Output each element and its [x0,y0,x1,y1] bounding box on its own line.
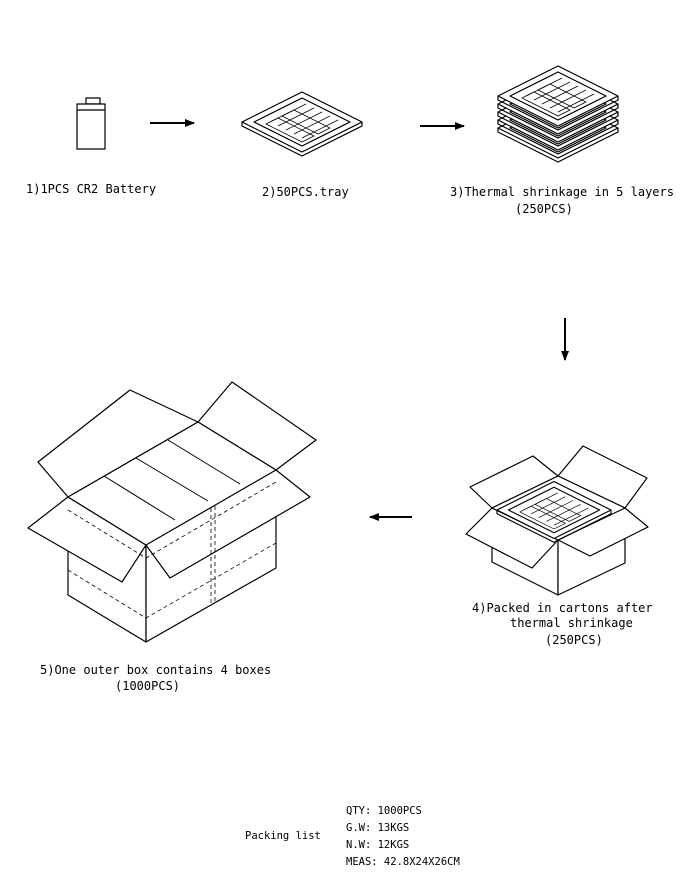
packing-list-title: Packing list [245,830,321,842]
step-2-label: 2)50PCS.tray [262,185,349,199]
packing-measurements: MEAS: 42.8X24X26CM [346,856,460,868]
carton-icon [465,445,649,596]
outer-box-icon [27,381,317,643]
tray-icon [241,91,363,157]
step-3-label-line1: 3)Thermal shrinkage in 5 layers [450,185,674,199]
step-4-label-line1: 4)Packed in cartons after [472,601,653,615]
step-4-label-line3: (250PCS) [545,633,603,647]
step-5-label-line1: 5)One outer box contains 4 boxes [40,663,272,677]
step-4-label-line2: thermal shrinkage [510,616,633,630]
packing-gross-weight: G.W: 13KGS [346,822,410,834]
step-1-label: 1)1PCS CR2 Battery [26,182,157,196]
battery-icon [76,97,106,150]
stacked-trays-icon [497,65,619,163]
step-3-label-line2: (250PCS) [515,202,573,216]
step-5-label-line2: (1000PCS) [115,679,181,693]
packing-qty: QTY: 1000PCS [346,805,422,817]
packing-net-weight: N.W: 12KGS [346,839,410,851]
